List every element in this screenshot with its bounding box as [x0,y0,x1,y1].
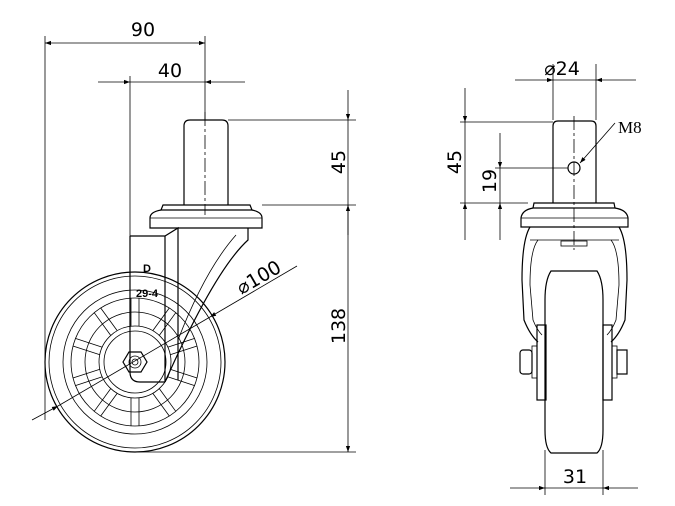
side-view: 90 40 45 138 [31,19,356,453]
wheel-spoke [159,388,177,412]
fork-front [521,226,628,343]
wheel-spoke [72,368,100,379]
dimension-31-label: 31 [563,466,587,488]
dimension-40-label: 40 [158,60,182,82]
top-plate-front [520,202,629,247]
wheel-spoke [75,376,103,386]
wheel-spoke [159,312,177,336]
dimension-diameter-24: ⌀24 [515,58,636,120]
thread-callout: M8 [579,118,642,164]
wheel-spoke [72,345,100,356]
dimension-45-label: 45 [328,150,350,174]
wheel-spoke [170,345,198,356]
axle-front [519,324,628,401]
wheel-spoke [152,393,170,417]
dimension-front-45-label: 45 [444,150,466,174]
thread-label: M8 [618,118,642,137]
wheel-spoke [75,338,103,348]
wheel-front [544,270,604,454]
wheel-spoke [167,338,195,348]
top-plate-side [149,204,263,229]
dimension-diameter-100-label: ⌀100 [233,256,285,299]
wheel-side [44,271,226,453]
dimension-19-label: 19 [479,169,501,193]
stem-front [552,120,597,203]
wheel-spoke [170,368,198,379]
wheel-spoke [100,393,118,417]
fork-code: 29-4 [136,288,159,300]
wheel-spoke [152,307,170,331]
stem-side [183,119,229,205]
dimension-90-label: 90 [131,19,155,41]
front-view: ⌀24 45 19 M8 [444,58,642,495]
axle-nut-side [122,351,148,373]
wheel-spoke [100,307,118,331]
dimension-24-label: ⌀24 [544,58,580,80]
fork-logo: D [143,263,151,275]
dimension-31: 31 [510,450,638,495]
dimension-138-label: 138 [328,308,350,344]
wheel-spoke [167,376,195,386]
wheel-spoke [93,388,111,412]
dimension-heights: 45 138 [135,90,356,453]
dimension-front-heights: 45 19 [444,88,568,240]
wheel-spoke [93,312,111,336]
